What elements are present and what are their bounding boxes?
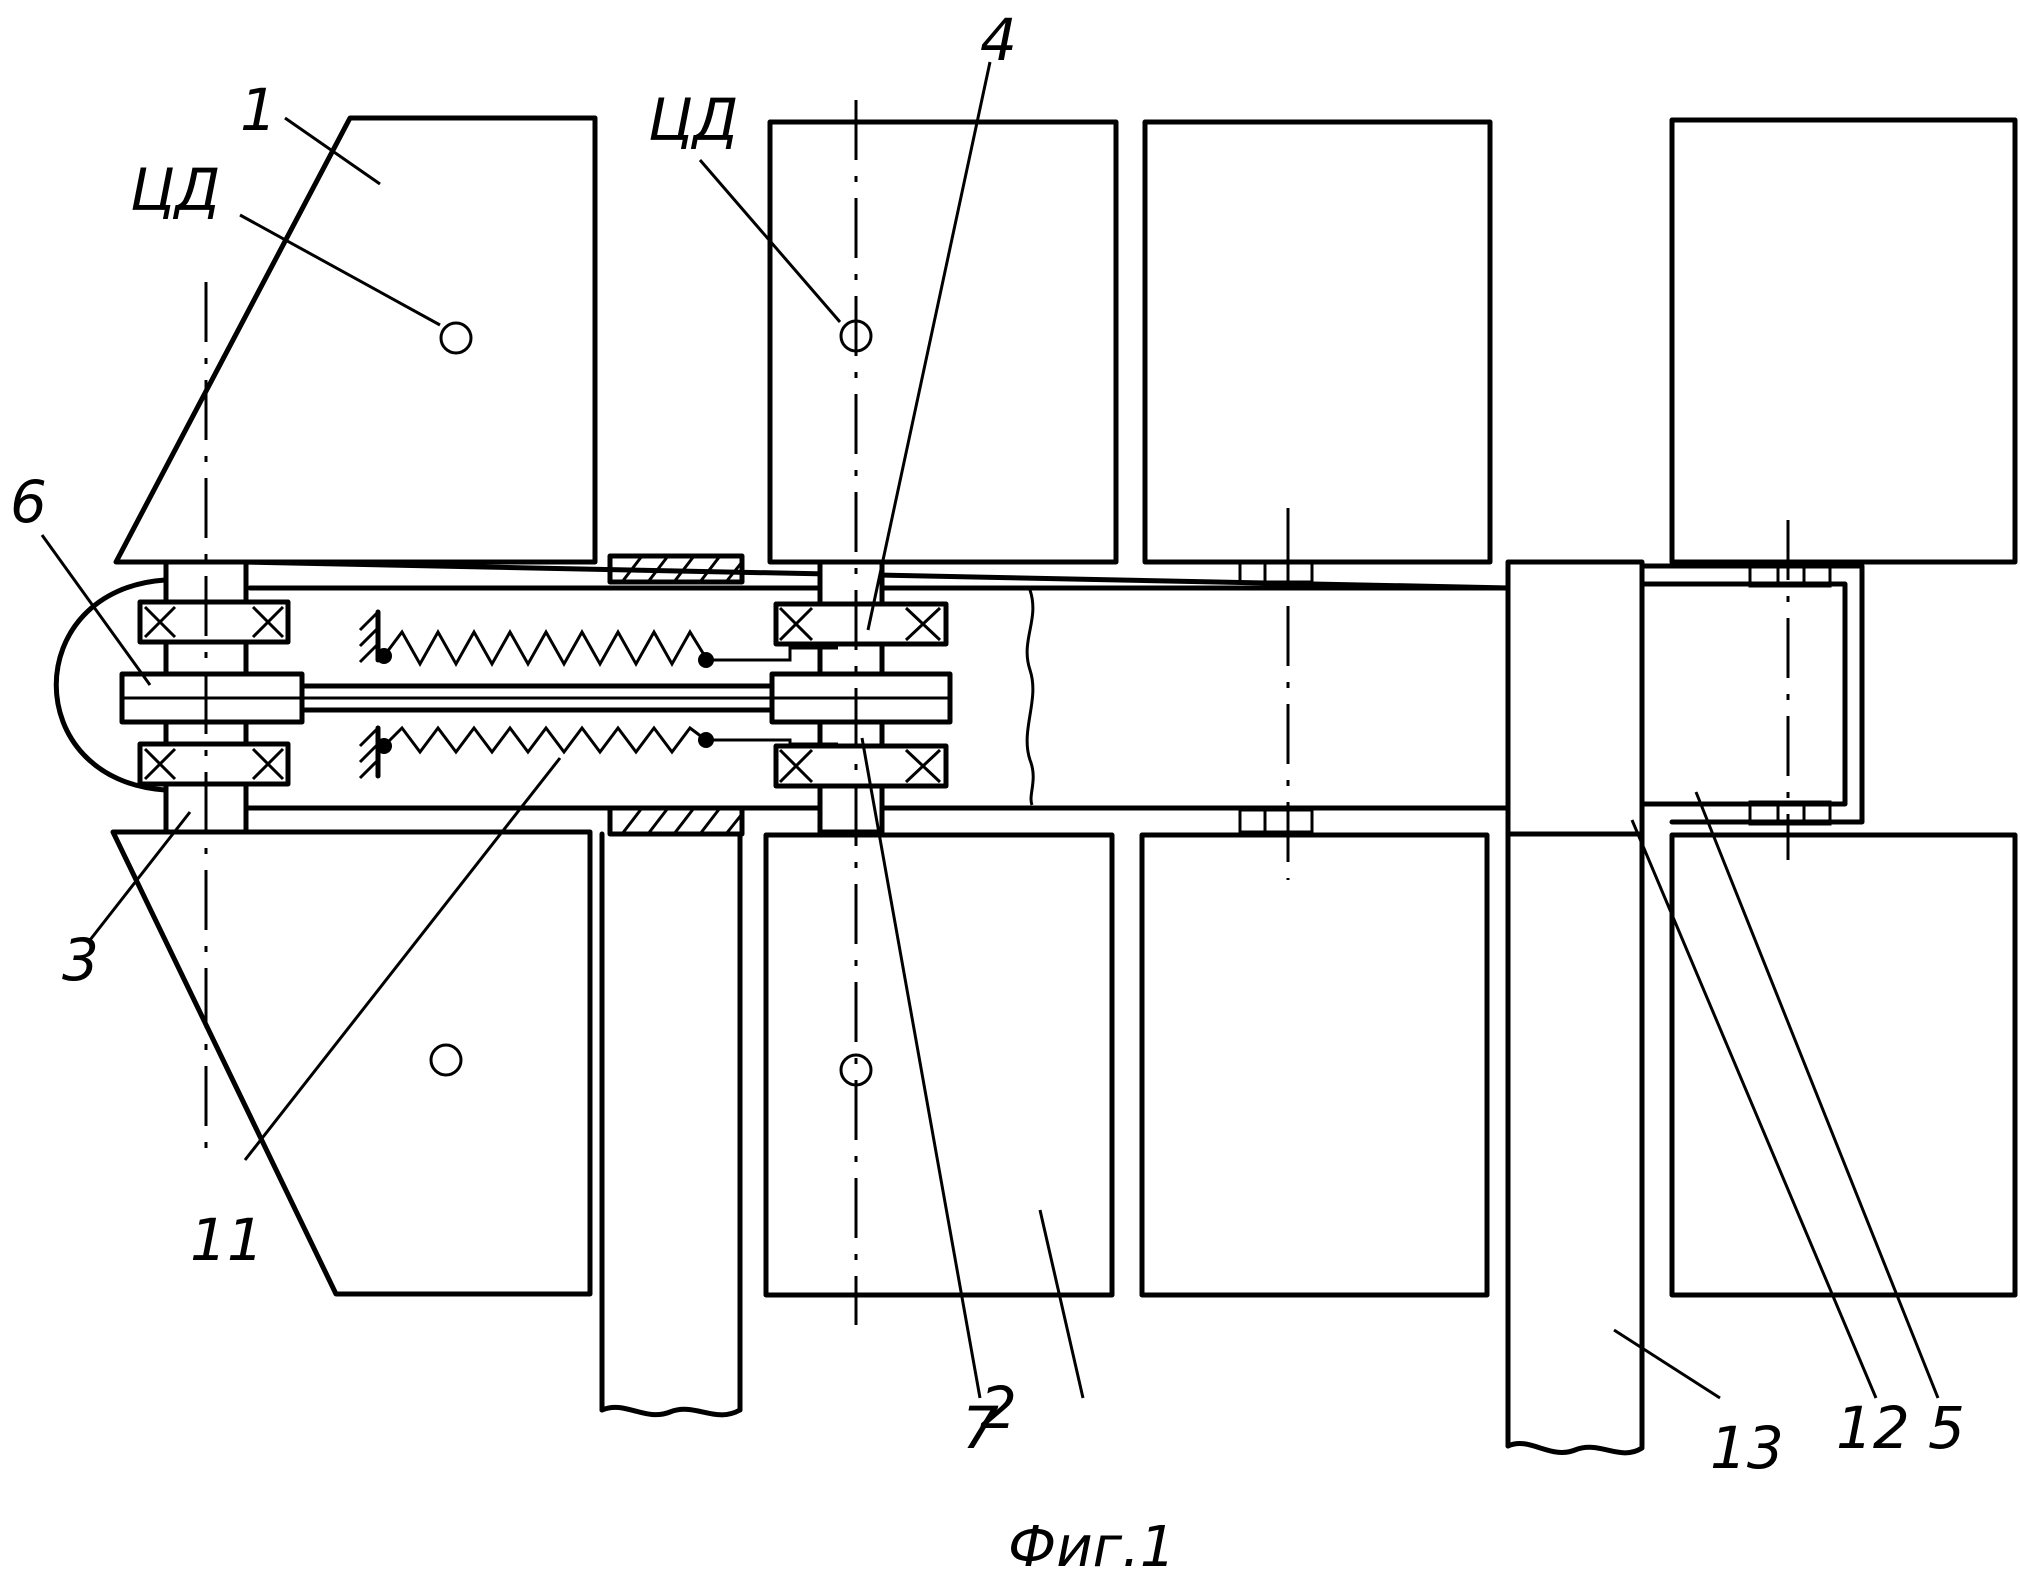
blade-upper-3: [1145, 122, 1490, 562]
spring-11-upper: [360, 612, 838, 668]
label-4: 4: [980, 6, 1017, 74]
label-6: 6: [10, 468, 47, 536]
label-3: 3: [62, 926, 99, 994]
label-cd-mid: ЦД: [648, 86, 738, 154]
frame-bracket-inner: [1640, 584, 1845, 804]
blade-lower-left: [113, 832, 590, 1294]
label-5: 5: [1928, 1394, 1965, 1462]
label-13: 13: [1710, 1414, 1784, 1482]
blade-lower-3: [1142, 835, 1487, 1295]
mast-13: [1508, 834, 1642, 1453]
blade-lower-2: [766, 835, 1112, 1295]
figure-caption: Фиг.1: [1008, 1515, 1175, 1576]
spring-11-lower: [360, 728, 838, 778]
label-11: 11: [190, 1206, 264, 1274]
connecting-rod-6: [122, 674, 950, 722]
blade-lower-4: [1672, 835, 2015, 1295]
label-1: 1: [240, 76, 277, 144]
blade-upper-4: [1672, 120, 2015, 562]
label-cd-left: ЦД: [130, 156, 220, 224]
label-7: 7: [962, 1394, 999, 1462]
hub-12: [1508, 562, 1642, 834]
label-12: 12: [1836, 1394, 1910, 1462]
blade-upper-2: [770, 122, 1116, 562]
